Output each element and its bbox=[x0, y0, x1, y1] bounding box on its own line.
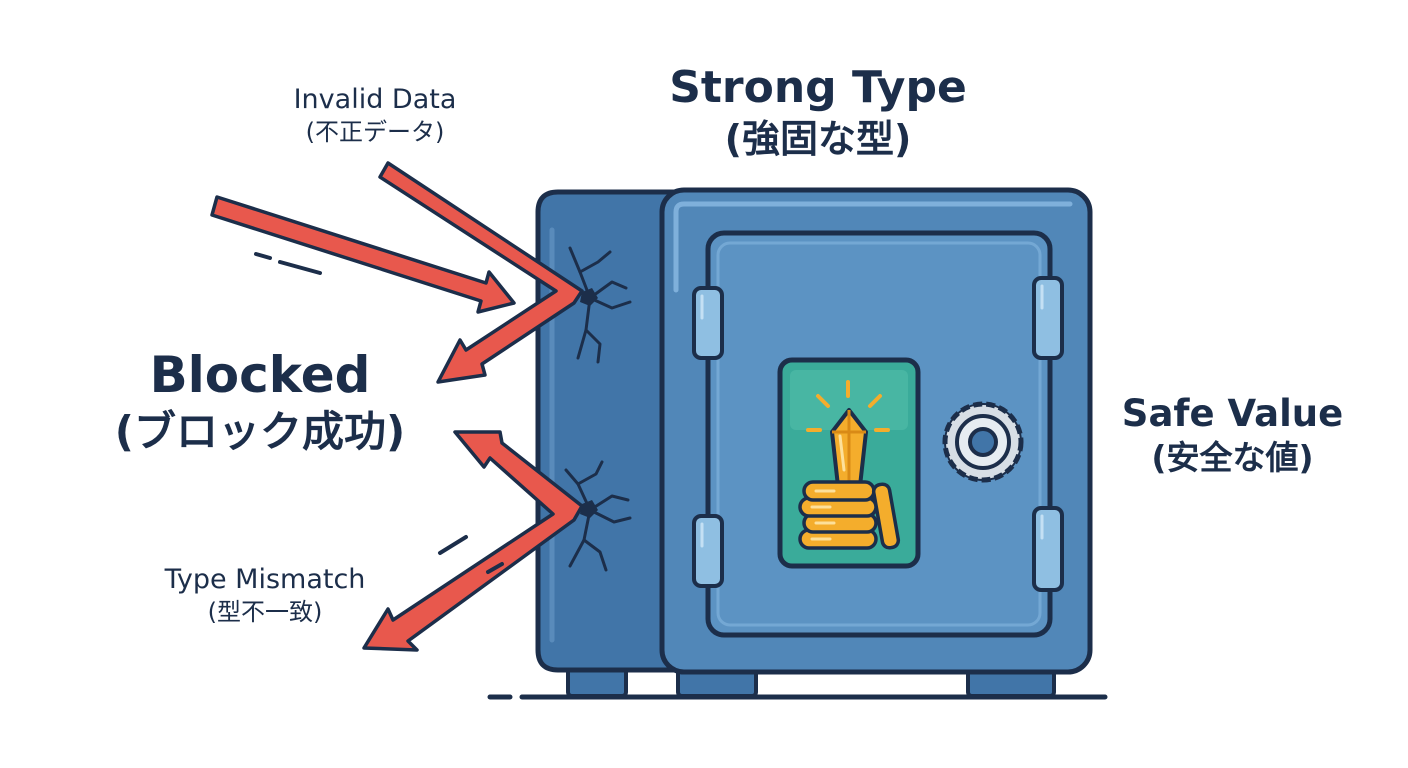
blocked-title: Blocked bbox=[149, 346, 371, 404]
type-mismatch-label: Type Mismatch (型不一致) bbox=[130, 564, 400, 627]
invalid-data-title: Invalid Data bbox=[293, 84, 457, 115]
crack-impact bbox=[580, 288, 598, 306]
combination-dial-icon bbox=[942, 401, 1024, 483]
coin-shine bbox=[810, 489, 836, 541]
safe-value-subtitle: (安全な値) bbox=[1151, 438, 1314, 478]
safe-value-label: Safe Value (安全な値) bbox=[1090, 392, 1375, 478]
type-mismatch-arrow bbox=[362, 430, 584, 652]
crack-impact bbox=[580, 500, 598, 518]
hinge-highlights bbox=[700, 284, 1044, 548]
sparkle-lines bbox=[806, 380, 890, 432]
invalid-data-label: Invalid Data (不正データ) bbox=[250, 84, 500, 147]
type-mismatch-title: Type Mismatch bbox=[164, 564, 366, 595]
invalid-data-arrow bbox=[210, 161, 584, 384]
invalid-data-subtitle: (不正データ) bbox=[305, 118, 445, 147]
strong-type-title: Strong Type bbox=[669, 62, 967, 113]
strong-type-subtitle: (強固な型) bbox=[724, 116, 912, 161]
crack-icon bbox=[564, 246, 632, 572]
coin-stack-icon bbox=[798, 480, 901, 550]
strong-type-label: Strong Type (強固な型) bbox=[618, 62, 1018, 162]
motion-lines bbox=[254, 252, 504, 574]
safe-value-title: Safe Value bbox=[1121, 392, 1344, 435]
treasure-window bbox=[777, 357, 921, 569]
gem-icon bbox=[830, 408, 868, 488]
type-mismatch-subtitle: (型不一致) bbox=[207, 598, 323, 627]
blocked-subtitle: (ブロック成功) bbox=[114, 407, 406, 456]
blocked-label: Blocked (ブロック成功) bbox=[70, 345, 450, 457]
